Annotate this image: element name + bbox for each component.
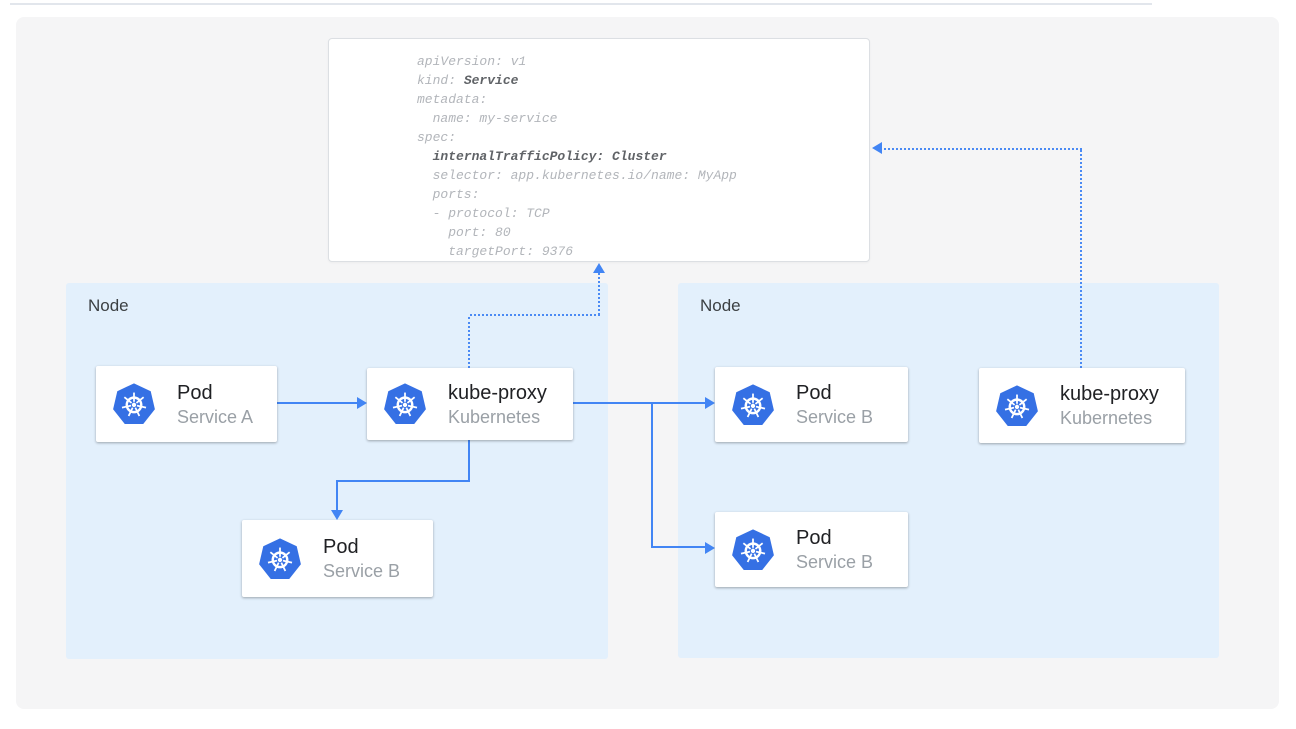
node-label-right: Node: [700, 296, 741, 315]
yaml-code-line: spec:: [417, 130, 457, 145]
top-divider-line: [10, 3, 1152, 5]
node-box-left: Node: [66, 283, 608, 659]
connector-down-to-pod-b-left: [336, 482, 338, 511]
card-subtitle: Service B: [323, 561, 401, 581]
card-subtitle: Service A: [177, 406, 254, 427]
kubernetes-icon: [258, 537, 302, 581]
yaml-code-line: targetPort: 9376: [417, 244, 574, 259]
kubernetes-icon: [112, 382, 156, 426]
card-pod-service-b-left: Pod Service B: [242, 520, 433, 597]
card-pod-service-b-right-bottom: Pod Service B: [715, 512, 908, 587]
card-subtitle: Kubernetes: [1060, 408, 1153, 428]
yaml-code-line: selector: app.kubernetes.io/name: MyApp: [417, 168, 737, 183]
node-box-right: Node: [678, 283, 1219, 658]
yaml-code: apiVersion: v1 kind: Service metadata: nam…: [417, 52, 737, 261]
connector-branch-down: [651, 402, 653, 547]
card-pod-service-a: Pod Service A: [96, 366, 277, 442]
dotted-kubeproxy-left-up: [468, 317, 470, 368]
card-title: Pod: [323, 536, 359, 558]
card-subtitle: Service B: [796, 407, 874, 427]
yaml-code-line: kind: Service: [417, 73, 519, 88]
kubernetes-icon: [383, 382, 427, 426]
kubernetes-icon: [995, 384, 1039, 428]
service-yaml-box: apiVersion: v1 kind: Service metadata: nam…: [328, 38, 870, 262]
node-label-left: Node: [88, 296, 129, 315]
card-title: kube-proxy: [448, 381, 547, 404]
dotted-run-to-yaml: [470, 314, 600, 316]
yaml-code-line: ports:: [417, 187, 480, 202]
connector-kubeproxy-down: [468, 440, 470, 482]
arrowhead-into-pod-right-bottom: [705, 542, 715, 554]
connector-kubeproxy-to-pod-right-top: [573, 402, 705, 404]
connector-kubeproxy-left-run: [336, 480, 470, 482]
dotted-run-to-yaml-right: [884, 148, 1082, 150]
yaml-code-line: internalTrafficPolicy: Cluster: [432, 149, 667, 164]
connector-pod-a-to-kubeproxy: [277, 402, 357, 404]
card-title: Pod: [796, 527, 832, 549]
yaml-code-line: metadata:: [417, 92, 488, 107]
card-kube-proxy-left: kube-proxy Kubernetes: [367, 368, 573, 440]
dotted-kubeproxy-right-up: [1080, 150, 1082, 368]
arrowhead-into-pod-right-top: [705, 397, 715, 409]
card-subtitle: Kubernetes: [448, 406, 541, 427]
card-subtitle: Service B: [796, 552, 874, 572]
card-title: Pod: [177, 381, 213, 404]
card-kube-proxy-right: kube-proxy Kubernetes: [979, 368, 1185, 443]
arrowhead-into-yaml-bottom: [593, 263, 605, 273]
connector-branch-to-pod-right-bottom: [651, 546, 705, 548]
card-title: Pod: [796, 382, 832, 404]
yaml-code-line: apiVersion: v1: [417, 54, 527, 69]
yaml-code-line: name: my-service: [417, 111, 558, 126]
card-pod-service-b-right-top: Pod Service B: [715, 367, 908, 442]
yaml-code-line: - protocol: TCP: [417, 206, 550, 221]
arrowhead-into-yaml-right: [872, 142, 882, 154]
card-title: kube-proxy: [1060, 383, 1159, 405]
dotted-up-to-yaml-bottom: [598, 273, 600, 315]
kubernetes-icon: [731, 383, 775, 427]
arrowhead-into-kubeproxy-left: [357, 397, 367, 409]
yaml-code-line: port: 80: [417, 225, 511, 240]
arrowhead-into-pod-b-left: [331, 510, 343, 520]
kubernetes-icon: [731, 528, 775, 572]
